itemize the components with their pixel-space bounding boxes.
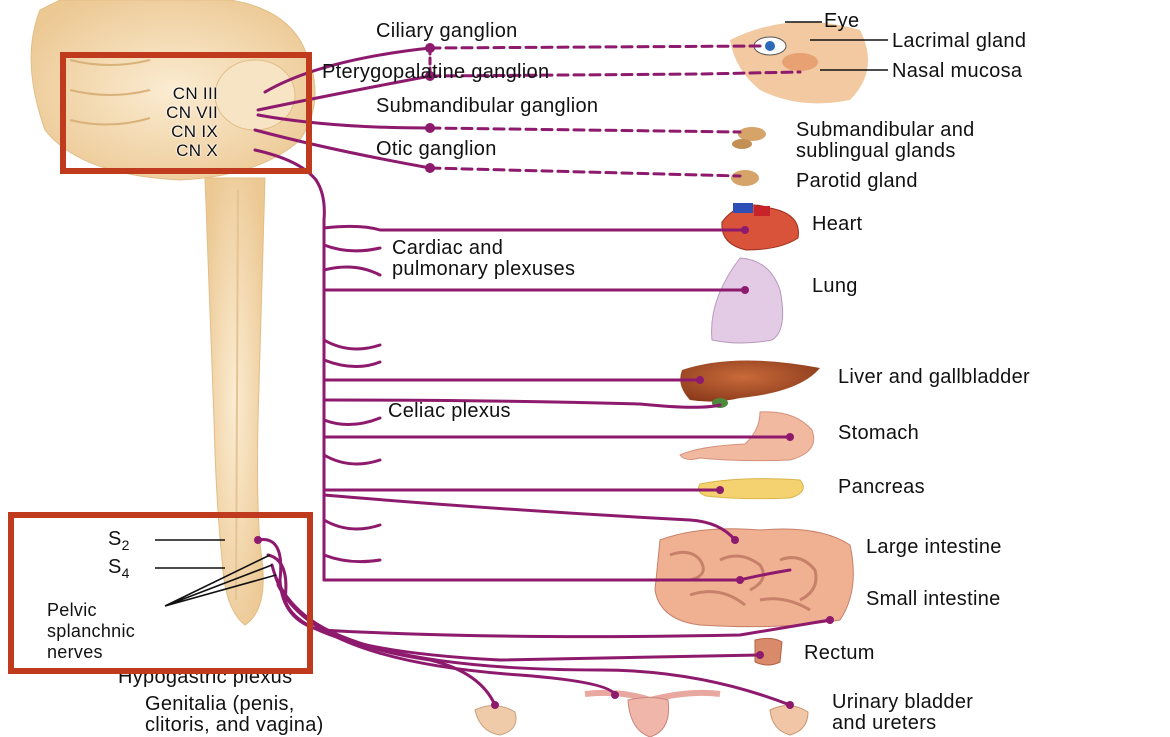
genitalia-shape (475, 705, 516, 735)
large-intestine-label: Large intestine (866, 536, 1002, 559)
heart-label: Heart (812, 213, 862, 236)
pancreas-label: Pancreas (838, 476, 925, 499)
nasal-mucosa-label: Nasal mucosa (892, 60, 1022, 83)
cardiac-plexus-label: Cardiac and pulmonary plexuses (392, 238, 575, 280)
cranial-highlight-box (60, 52, 312, 174)
heart-shape (722, 203, 799, 250)
genitalia-label: Genitalia (penis, clitoris, and vagina) (145, 694, 324, 736)
eye-label: Eye (824, 10, 859, 33)
parotid-gland-label: Parotid gland (796, 170, 918, 193)
parotid-gland-shape (731, 170, 759, 186)
submandibular-glands-label: Submandibular and sublingual glands (796, 120, 975, 162)
pterygopalatine-ganglion-label: Pterygopalatine ganglion (322, 61, 549, 84)
celiac-plexus-label: Celiac plexus (388, 400, 511, 423)
lung-shape (712, 258, 783, 343)
rectum-label: Rectum (804, 642, 875, 665)
small-intestine-label: Small intestine (866, 588, 1001, 611)
otic-ganglion-label: Otic ganglion (376, 138, 497, 161)
stomach-label: Stomach (838, 422, 919, 445)
sacral-highlight-box (8, 512, 313, 674)
lacrimal-gland-label: Lacrimal gland (892, 30, 1026, 53)
urinary-bladder-label: Urinary bladder and ureters (832, 692, 973, 734)
submandibular-ganglion-label: Submandibular ganglion (376, 95, 598, 118)
bladder-shape (770, 705, 808, 735)
uterus-shape (585, 693, 720, 737)
face-region-shape (730, 22, 868, 103)
lung-label: Lung (812, 275, 858, 298)
liver-label: Liver and gallbladder (838, 366, 1030, 389)
submandibular-gland-shape (738, 127, 766, 141)
ciliary-ganglion-label: Ciliary ganglion (376, 20, 518, 43)
